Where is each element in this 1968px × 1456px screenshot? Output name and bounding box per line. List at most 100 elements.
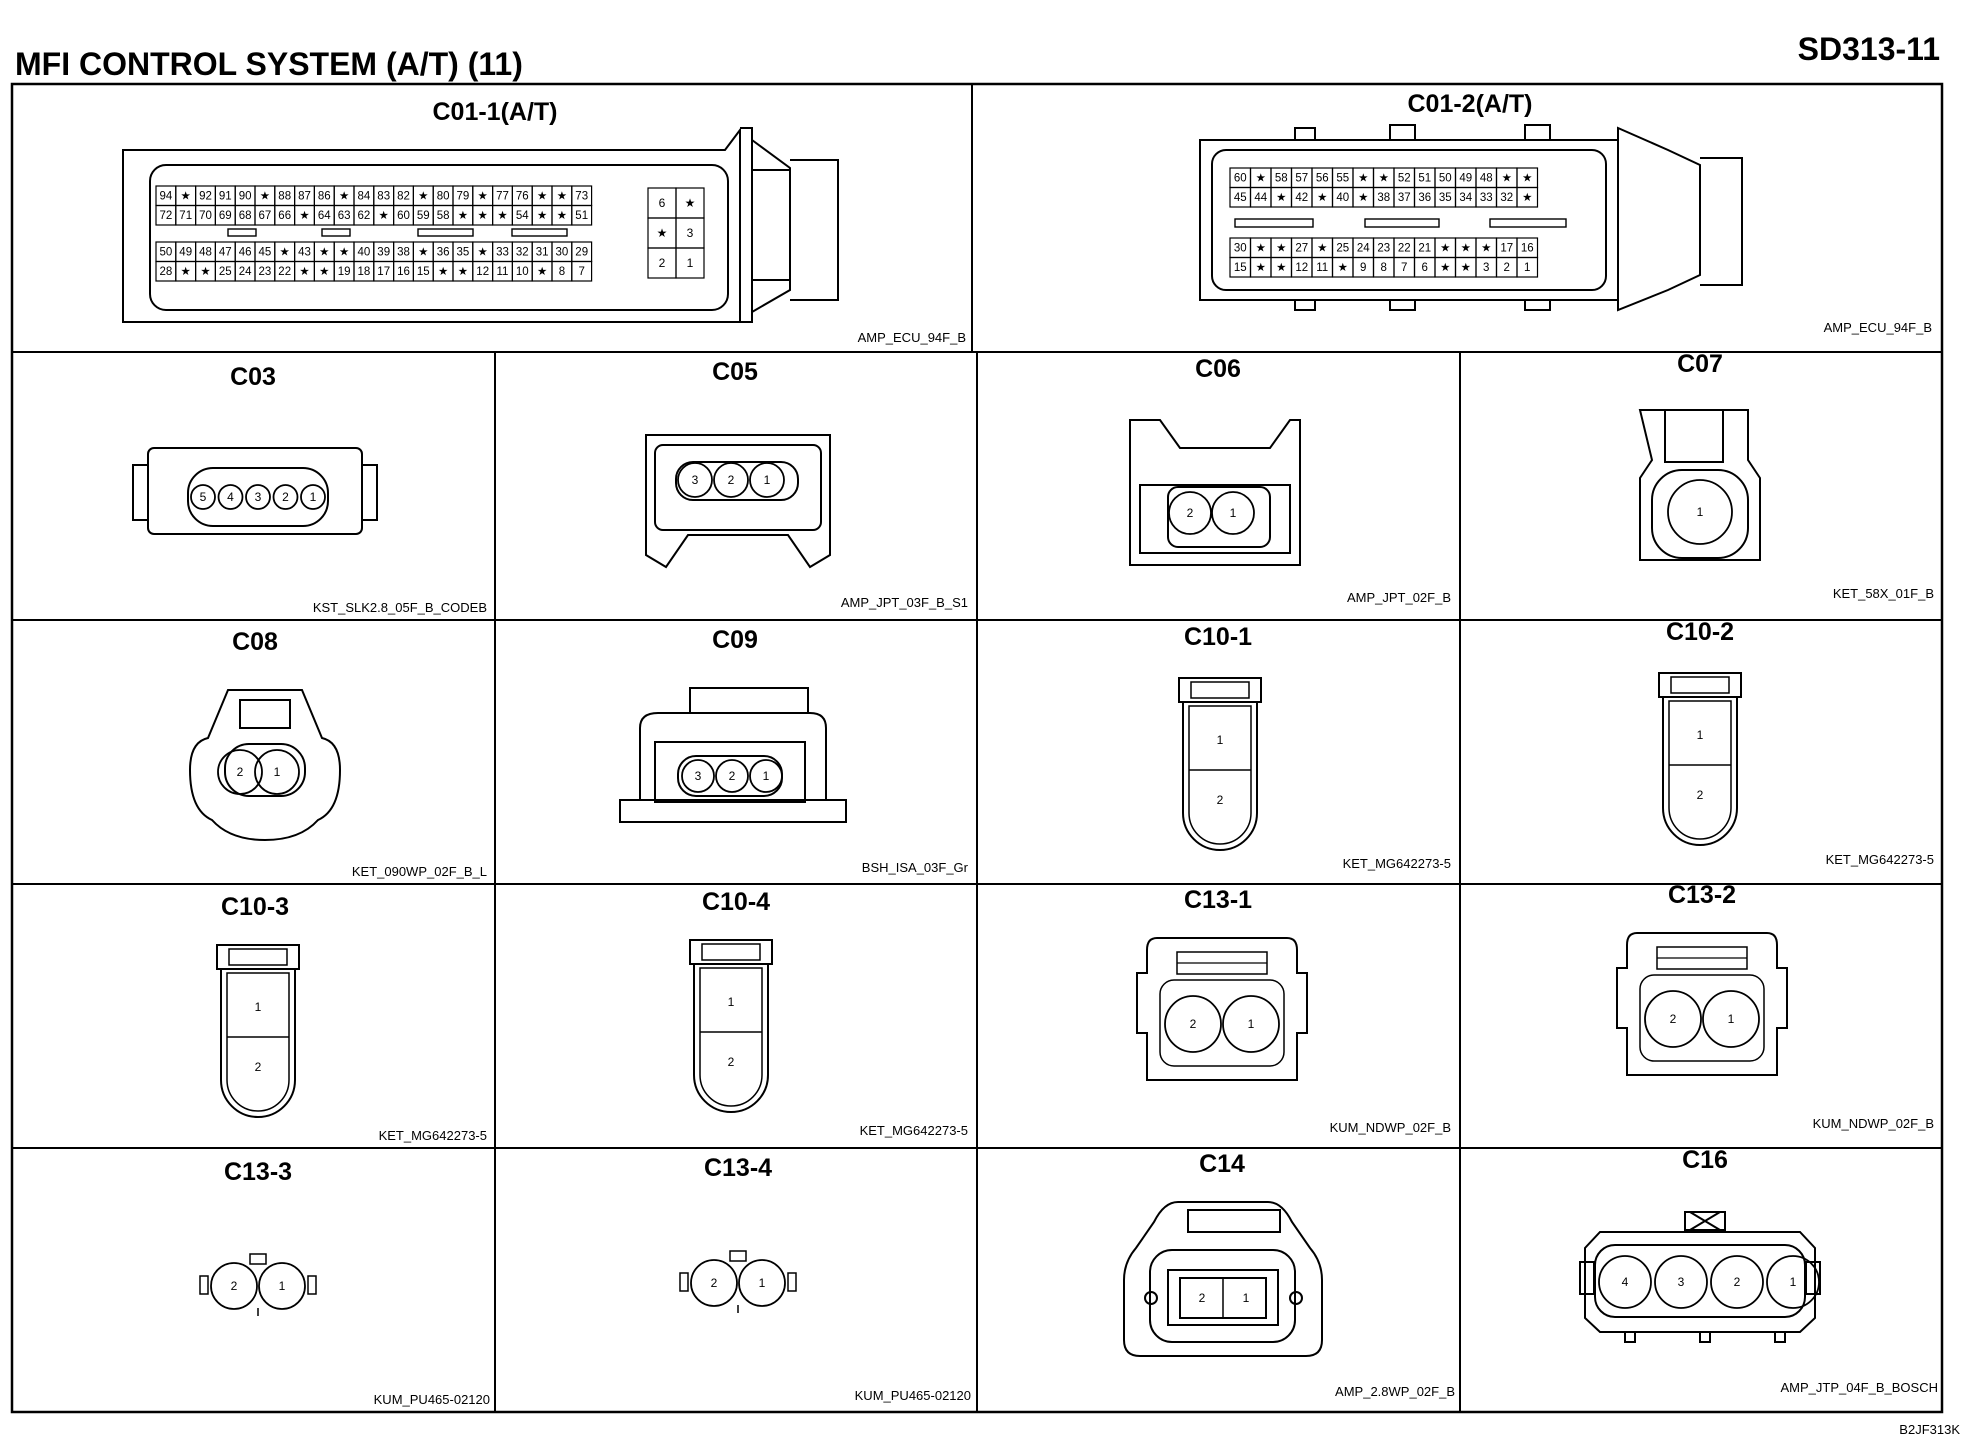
- pin-label: 32: [1500, 192, 1513, 204]
- pin-label: ★: [1379, 172, 1389, 184]
- connector-title: C06: [1195, 355, 1241, 383]
- pin-label: 87: [298, 190, 311, 202]
- pin-label: 10: [516, 266, 529, 278]
- pin-cavity: [272, 484, 299, 510]
- pin-label: ★: [537, 210, 547, 222]
- pin-label: 1: [1697, 728, 1704, 742]
- pin-label: 44: [1254, 192, 1267, 204]
- connector-title: C10-4: [702, 888, 770, 916]
- pin-label: 34: [1459, 192, 1472, 204]
- pin-label: 63: [338, 210, 351, 222]
- pin-cavity: [738, 1259, 786, 1307]
- pin-label: 2: [1187, 506, 1194, 520]
- pin-cavity: [258, 1262, 306, 1310]
- pin-label: 52: [1398, 172, 1411, 184]
- pin-label: 2: [237, 765, 244, 779]
- pin-label: ★: [1502, 172, 1512, 184]
- connector-title: C13-3: [224, 1158, 292, 1186]
- pin-label: 82: [397, 190, 410, 202]
- pin-label: 4: [1622, 1275, 1629, 1289]
- pin-label: 15: [1234, 262, 1247, 274]
- connector-housing: 12: [689, 939, 773, 1113]
- pin-label: 2: [1697, 788, 1704, 802]
- connector-title: C08: [232, 628, 278, 656]
- pin-label: 22: [278, 266, 291, 278]
- pin-label: ★: [319, 266, 329, 278]
- connector-housing: [188, 689, 342, 842]
- pin-cavity: [1766, 1255, 1820, 1309]
- pin-label: 16: [1521, 242, 1534, 254]
- pin-label: 7: [1401, 262, 1407, 274]
- connector-housing: [1638, 409, 1761, 561]
- connector-c10-3: C10-3 KET_MG642273-5 12: [216, 893, 487, 1143]
- pin-label: 56: [1316, 172, 1329, 184]
- page-code: SD313-11: [1798, 31, 1940, 67]
- pin-label: ★: [537, 266, 547, 278]
- connector-housing: 12: [1178, 677, 1262, 851]
- pin-label: 2: [728, 473, 735, 487]
- pin-label: 15: [417, 266, 430, 278]
- pin-label: 35: [457, 246, 470, 258]
- pin-label: 73: [575, 190, 588, 202]
- pin-label: 46: [239, 246, 252, 258]
- connector-c10-4: C10-4 KET_MG642273-5 12: [689, 888, 968, 1138]
- pin-cavity: [1667, 479, 1733, 545]
- pin-label: 80: [437, 190, 450, 202]
- pin-label: ★: [181, 266, 191, 278]
- pin-label: ★: [1276, 242, 1286, 254]
- pin-label: 1: [1728, 1012, 1735, 1026]
- pin-label: 12: [1295, 262, 1308, 274]
- pin-label: 33: [496, 246, 509, 258]
- pin-label: 68: [239, 210, 252, 222]
- connector-title: C13-1: [1184, 886, 1252, 914]
- pin-label: 1: [763, 769, 770, 783]
- pin-label: ★: [418, 246, 428, 258]
- pin-label: 29: [575, 246, 588, 258]
- pin-label: 59: [417, 210, 430, 222]
- pin-label: 51: [575, 210, 588, 222]
- pin-label: 1: [1790, 1275, 1797, 1289]
- pin-label: ★: [1461, 242, 1471, 254]
- pin-cell: [675, 247, 705, 279]
- pin-label: 2: [1504, 262, 1510, 274]
- pin-label: 12: [476, 266, 489, 278]
- pin-label: 49: [1459, 172, 1472, 184]
- pin-label: ★: [478, 210, 488, 222]
- pin-cavity: [1710, 1255, 1764, 1309]
- pin-label: 9: [1360, 262, 1366, 274]
- pin-label: 1: [1697, 505, 1704, 519]
- pin-label: 40: [358, 246, 371, 258]
- pin-label: 72: [160, 210, 173, 222]
- pin-label: 24: [1357, 242, 1370, 254]
- pin-label: ★: [1338, 262, 1348, 274]
- pin-label: 16: [397, 266, 410, 278]
- pin-label: 1: [764, 473, 771, 487]
- connector-title: C13-2: [1668, 881, 1736, 909]
- pin-label: ★: [339, 246, 349, 258]
- pin-label: 18: [358, 266, 371, 278]
- pin-cavity: [690, 1259, 738, 1307]
- pin-label: 71: [179, 210, 192, 222]
- pin-label: 32: [516, 246, 529, 258]
- pin-label: ★: [1522, 172, 1532, 184]
- pin-label: 76: [516, 190, 529, 202]
- pin-label: ★: [1358, 172, 1368, 184]
- pin-label: 33: [1480, 192, 1493, 204]
- pin-cavity: [217, 749, 263, 795]
- pin-label: 2: [1217, 793, 1224, 807]
- pin-cavity: [1164, 995, 1222, 1053]
